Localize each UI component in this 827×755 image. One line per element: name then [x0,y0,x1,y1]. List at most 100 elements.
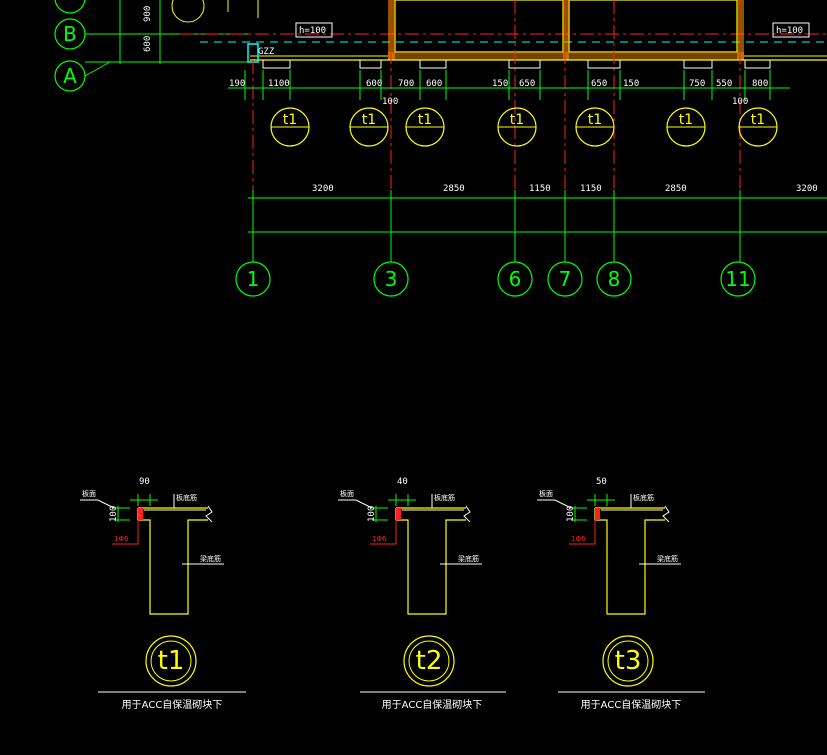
detail-t3-right-note: 板底筋 [633,493,654,502]
detail-t1-red-bar [138,508,143,520]
detail-t1: 90 100 板面 板底筋 1Φ6 梁底筋 t1 用于ACC自保温砌块下 [80,477,246,711]
small-dim-650-a: 650 [519,79,535,89]
row-axis-label-a: A [63,64,77,88]
small-dim-700: 700 [398,79,414,89]
small-dim-800: 800 [752,79,768,89]
wall-hatch-mid [563,0,569,60]
detail-t1-hole-note: 1Φ6 [114,535,129,543]
small-dim-1100: 1100 [268,79,290,89]
bay-dim-6: 3200 [796,184,818,194]
detail-t2-tag-inner [408,640,450,682]
detail-t3-tag: t3 [615,646,642,676]
small-dim-150-a: 150 [492,79,508,89]
t1-tag-1: t1 [283,112,297,128]
h-tag-left: h=100 [299,26,326,36]
room-left [394,0,564,53]
t1-bubble-partial [171,0,205,23]
detail-t1-break [205,505,213,523]
t1-tag-5: t1 [588,112,602,128]
t1-tag-2: t1 [362,112,376,128]
detail-t2: 40 100 板面 板底筋 1Φ6 梁底筋 t2 用于ACC自保温砌块下 [338,477,506,711]
t1-tag-6: t1 [679,112,693,128]
bay-dim-1: 3200 [312,184,334,194]
t1-tag-4: t1 [510,112,524,128]
detail-t2-caption: 用于ACC自保温砌块下 [382,698,483,711]
row-axis-bubble-top-partial [54,0,86,14]
detail-t1-tag-outer [145,635,197,687]
detail-t1-top-dim-text: 90 [139,477,150,487]
floor-plan: B A 900 600 GZZ h=100 [54,0,827,297]
h-tag-box-left [295,22,333,38]
detail-t2-hole-note: 1Φ6 [372,535,387,543]
col-axis-label-11: 11 [725,267,750,291]
detail-t3-break [662,505,670,523]
detail-t1-hole-leader [112,520,139,545]
col-axis-bubble-7 [547,261,583,297]
t1-tag-3: t1 [418,112,432,128]
detail-t2-tag: t2 [416,646,443,676]
small-dim-ticks [244,70,771,100]
detail-t3-red-bar [595,508,600,520]
small-dim-650-b: 650 [591,79,607,89]
detail-t2-break [463,505,471,523]
h-tag-box-right [772,22,810,38]
bay-dim-5: 2850 [665,184,687,194]
detail-t1-stem-note: 梁底筋 [200,554,221,563]
bay-dim-3: 1150 [529,184,551,194]
detail-t3-tag-outer [602,635,654,687]
small-dim-750: 750 [689,79,705,89]
detail-t3-left-note: 板面 [539,489,553,498]
col-axis-bubble-11 [720,261,756,297]
row-dim-900: 900 [143,6,153,22]
detail-t2-tag-outer [403,635,455,687]
detail-t3-section-outline [594,507,665,615]
small-dim-150-b: 150 [623,79,639,89]
detail-t2-right-note: 板底筋 [434,493,455,502]
col-axis-label-6: 6 [509,267,522,291]
detail-t3-top-dim-text: 50 [596,477,607,487]
row-axis-label-b: B [63,22,77,46]
h-tag-right: h=100 [776,26,803,36]
detail-t3: 50 100 板面 板底筋 1Φ6 梁底筋 t3 用于ACC自保温砌块下 [537,477,705,711]
t1-tag-7: t1 [751,112,765,128]
bay-dim-ticks [252,190,741,262]
detail-t1-left-leader [80,499,115,509]
detail-t1-tag-inner [150,640,192,682]
detail-t3-hole-note: 1Φ6 [571,535,586,543]
detail-t2-top-dim-text: 40 [397,477,408,487]
detail-t3-tag-inner [607,640,649,682]
detail-t1-left-note: 板面 [82,489,96,498]
small-dim-100-a: 100 [382,97,398,107]
detail-t2-dim-100: 100 [367,506,377,522]
col-axis-label-3: 3 [385,267,398,291]
room-right [568,0,738,53]
small-dim-100-b: 100 [732,97,748,107]
small-dim-600-b: 600 [426,79,442,89]
col-axis-label-7: 7 [559,267,572,291]
col-axis-bubble-8 [596,261,632,297]
row-axis-line-a-leader [84,61,111,77]
col-axis-label-1: 1 [247,267,260,291]
detail-t3-stem-note: 梁底筋 [657,554,678,563]
small-dim-550: 550 [716,79,732,89]
detail-t2-stem-note: 梁底筋 [458,554,479,563]
row-dim-600: 600 [143,36,153,52]
column-gzz [247,43,259,63]
col-axis-bubble-6 [497,261,533,297]
col-axis-bubble-1 [235,261,271,297]
col-axis-bubble-3 [373,261,409,297]
detail-t2-red-bar [396,508,401,520]
small-dim-190: 190 [229,79,245,89]
gzz-label: GZZ [258,47,275,57]
detail-t2-left-note: 板面 [340,489,354,498]
wall-hatch-bottom [388,52,744,60]
small-dim-600-a: 600 [366,79,382,89]
detail-t1-section-outline [137,507,208,615]
t1-tag-row: t1 t1 t1 t1 t1 t1 t1 [270,107,778,147]
col-axis-label-8: 8 [608,267,621,291]
detail-t1-dim-100: 100 [109,506,119,522]
column-axes: 1 3 6 7 8 11 [235,261,756,297]
detail-t2-section-outline [395,507,466,615]
detail-t3-dim-100: 100 [566,506,576,522]
